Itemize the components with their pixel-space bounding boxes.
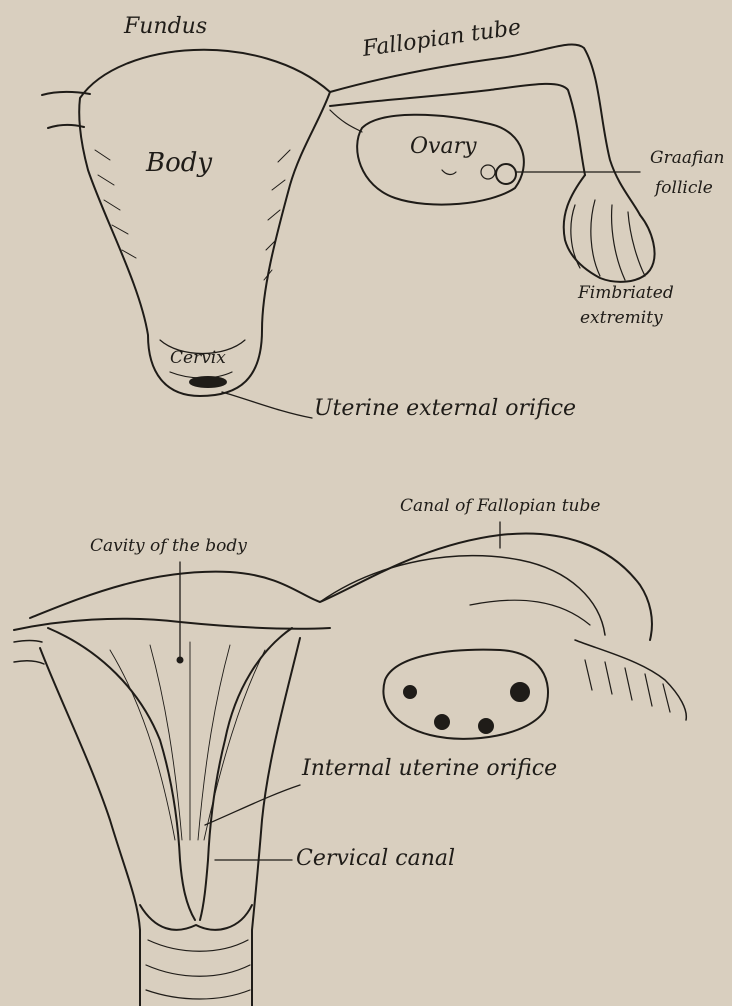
external-view-drawing (42, 45, 655, 419)
label-extremity: extremity (580, 310, 663, 327)
label-body: Body (146, 150, 212, 176)
label-internal-uterine-orifice: Internal uterine orifice (302, 758, 557, 780)
label-cervical-canal: Cervical canal (296, 848, 455, 870)
label-canal-of-fallopian-tube: Canal of Fallopian tube (400, 498, 600, 515)
label-follicle: follicle (655, 180, 713, 197)
label-graafian: Graafian (650, 150, 724, 167)
label-uterine-external-orifice: Uterine external orifice (314, 398, 576, 420)
label-ovary: Ovary (410, 136, 477, 158)
label-cavity-of-the-body: Cavity of the body (90, 538, 247, 555)
label-fimbriated: Fimbriated (578, 285, 674, 302)
label-fundus: Fundus (124, 16, 207, 38)
label-cervix: Cervix (170, 350, 226, 367)
